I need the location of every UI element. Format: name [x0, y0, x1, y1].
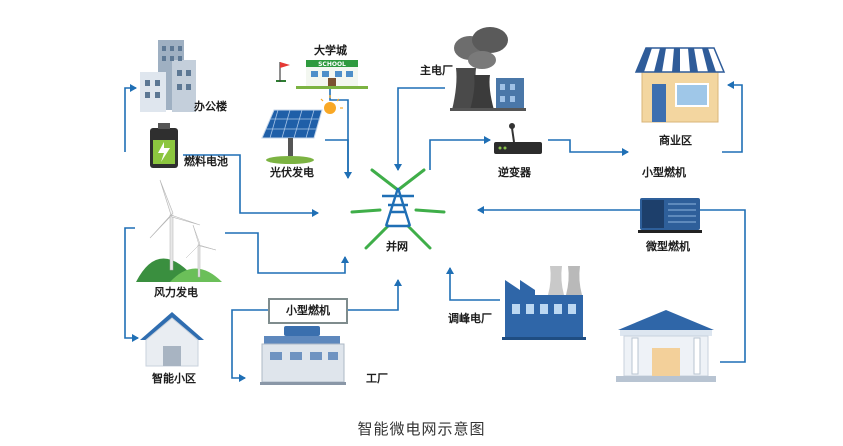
factory-icon [502, 266, 586, 340]
arrow-inverter-to-turbine [548, 139, 629, 156]
arrow-peakplant-to-grid [446, 267, 500, 301]
small-turbine-right-label: 小型燃机 [642, 166, 686, 179]
power-plant-icon [450, 27, 526, 111]
arrow-right-to-grid [477, 206, 746, 363]
arrow-turbine-box-to-grid [345, 279, 402, 311]
small-turbine-box: 小型燃机 [268, 298, 348, 324]
inverter-label: 逆变器 [498, 166, 531, 179]
factory-label: 工厂 [366, 372, 388, 385]
wind-turbine-icon [136, 179, 222, 282]
inverter-icon [494, 123, 542, 154]
shop-icon [634, 47, 726, 123]
office-label: 办公楼 [194, 100, 227, 113]
grid-tower-icon [350, 168, 446, 250]
diagram-caption: 智能微电网示意图 [357, 420, 486, 438]
connection-lines [124, 80, 746, 382]
pv-label: 光伏发电 [270, 166, 314, 179]
bank-building-icon [616, 310, 716, 382]
commercial-label: 商业区 [659, 134, 692, 147]
peak-plant-label: 调峰电厂 [448, 312, 492, 325]
wind-label: 风力发电 [154, 286, 198, 299]
school-sign-text: SCHOOL [318, 61, 346, 68]
university-label: 大学城 [314, 44, 347, 57]
workshop-icon [260, 326, 346, 385]
arrow-pv-to-grid [325, 139, 352, 179]
main-plant-label: 主电厂 [420, 64, 453, 77]
arrow-fuelcell-to-grid [183, 154, 319, 217]
office-building-icon [140, 40, 196, 112]
micro-turbine-icon [638, 198, 702, 233]
house-icon [140, 312, 204, 367]
arrow-wind-to-grid [225, 232, 349, 274]
battery-icon [150, 123, 178, 168]
micro-turbine-label: 微型燃机 [646, 240, 690, 253]
school-icon: SCHOOL [276, 60, 368, 89]
grid-label: 并网 [386, 240, 408, 253]
arrow-mainplant-to-grid [394, 87, 445, 171]
arrow-grid-to-university [317, 80, 349, 175]
fuel-cell-label: 燃料电池 [184, 155, 228, 168]
arrow-turbine-to-commercial [722, 81, 743, 153]
smart-community-label: 智能小区 [152, 372, 196, 385]
arrow-turbine-box-to-factory [231, 309, 268, 382]
arrow-grid-to-inverter [429, 136, 491, 170]
arrow-fuelcell-to-office [124, 84, 137, 152]
solar-panel-icon [261, 95, 343, 164]
arrow-wind-to-community [124, 227, 139, 342]
